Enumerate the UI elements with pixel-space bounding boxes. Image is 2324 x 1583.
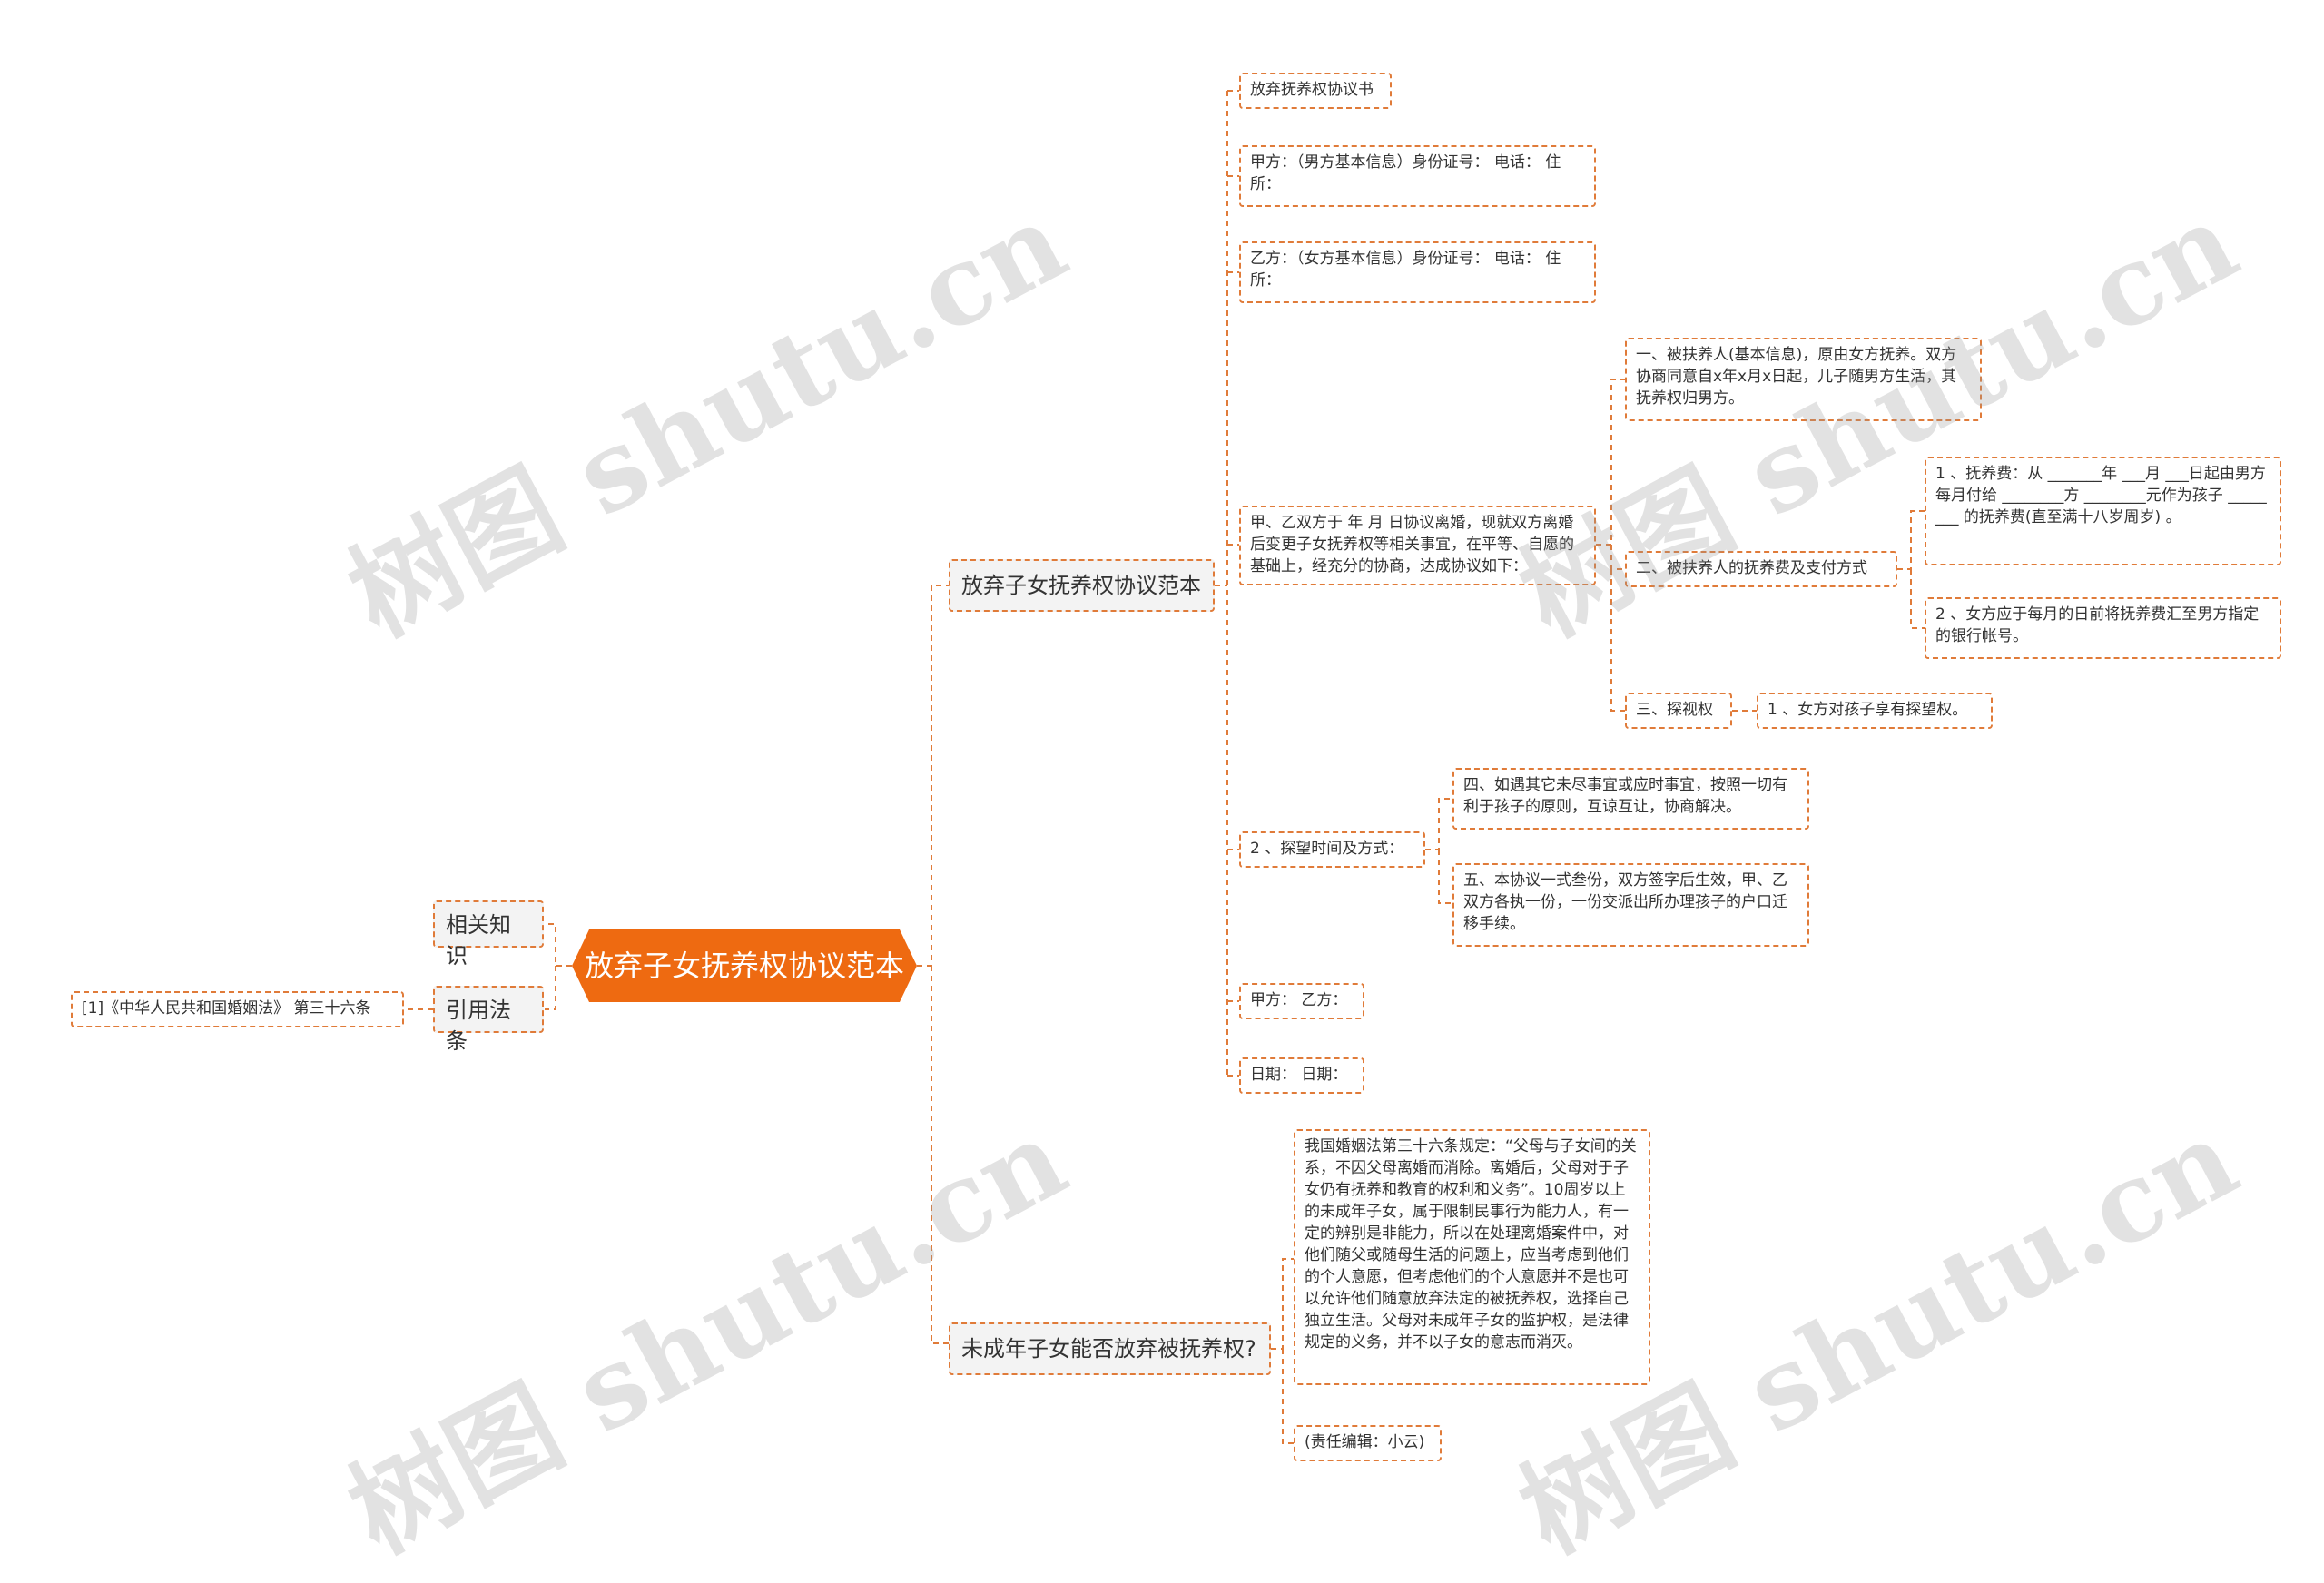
node-sign[interactable]: 甲方： 乙方：: [1239, 983, 1364, 1019]
node-date[interactable]: 日期： 日期：: [1239, 1057, 1364, 1094]
node-agreement-book[interactable]: 放弃抚养权协议书: [1239, 73, 1392, 109]
node-branch-agreement[interactable]: 放弃子女抚养权协议范本: [949, 559, 1215, 612]
node-clause-2-2[interactable]: 2 、女方应于每月的日前将抚养费汇至男方指定的银行帐号。: [1925, 597, 2281, 659]
root-node[interactable]: 放弃子女抚养权协议范本: [572, 929, 917, 1002]
node-answer[interactable]: 我国婚姻法第三十六条规定：“父母与子女间的关系，不因父母离婚而消除。离婚后，父母…: [1294, 1129, 1650, 1385]
node-clause-3[interactable]: 三、探视权: [1625, 693, 1732, 729]
node-cited-law[interactable]: 引用法条: [433, 986, 544, 1054]
node-clause-5[interactable]: 五、本协议一式叁份，双方签字后生效，甲、乙双方各执一份，一份交派出所办理孩子的户…: [1452, 863, 1809, 947]
node-related-knowledge[interactable]: 相关知识: [433, 900, 544, 968]
node-editor[interactable]: (责任编辑：小云): [1294, 1425, 1442, 1461]
node-visit-time[interactable]: 2 、探望时间及方式：: [1239, 831, 1425, 868]
node-party-a[interactable]: 甲方：（男方基本信息）身份证号： 电话： 住所：: [1239, 145, 1596, 207]
node-party-b[interactable]: 乙方：（女方基本信息）身份证号： 电话： 住所：: [1239, 241, 1596, 303]
node-clause-2-1[interactable]: 1 、抚养费：从 _______年 ___月 ___日起由男方每月付给 ____…: [1925, 457, 2281, 565]
node-clause-3-1[interactable]: 1 、女方对孩子享有探望权。: [1757, 693, 1993, 729]
connector-lines: [404, 90, 1925, 1444]
node-intro[interactable]: 甲、乙双方于 年 月 日协议离婚，现就双方离婚后变更子女抚养权等相关事宜，在平等…: [1239, 506, 1596, 585]
node-clause-4[interactable]: 四、如遇其它未尽事宜或应时事宜，按照一切有利于孩子的原则，互谅互让，协商解决。: [1452, 768, 1809, 830]
node-clause-1[interactable]: 一、被扶养人(基本信息)，原由女方抚养。双方协商同意自x年x月x日起，儿子随男方…: [1625, 338, 1982, 421]
node-branch-minor[interactable]: 未成年子女能否放弃被抚养权?: [949, 1322, 1271, 1375]
node-law-item[interactable]: [1]《中华人民共和国婚姻法》 第三十六条: [71, 991, 404, 1027]
node-clause-2[interactable]: 二、被扶养人的抚养费及支付方式: [1625, 551, 1897, 587]
